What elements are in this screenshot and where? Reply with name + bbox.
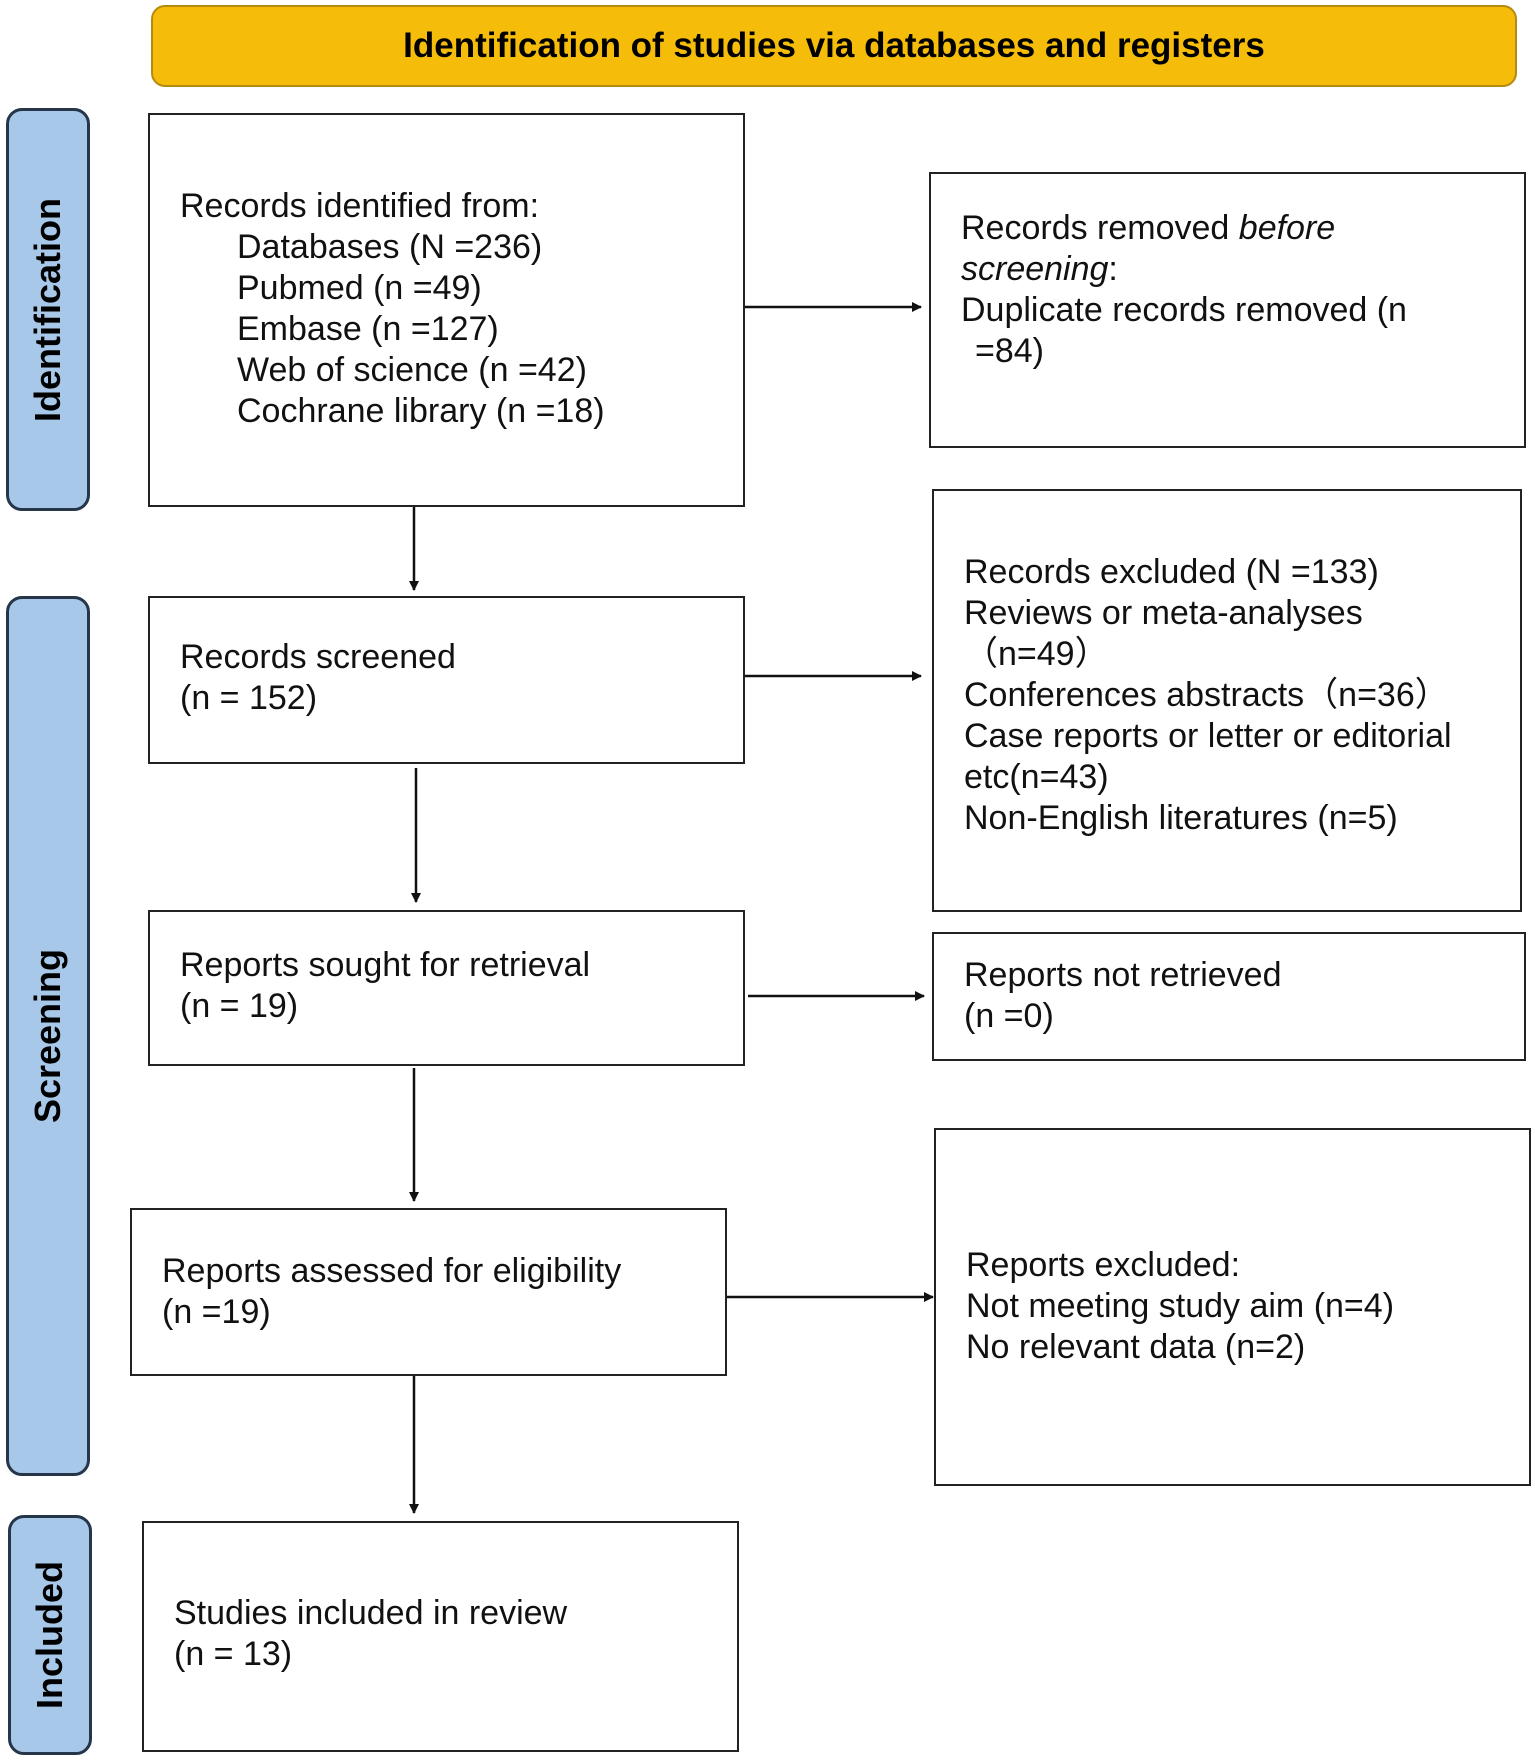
studies-included-box: Studies included in review (n = 13) <box>142 1521 739 1752</box>
records-identified-item: Pubmed (n =49) <box>237 269 482 307</box>
records-excluded-line: Non-English literatures (n=5) <box>964 799 1398 837</box>
reports-not-retrieved-box: Reports not retrieved (n =0) <box>932 932 1526 1061</box>
records-excluded-line: Conferences abstracts（n=36） <box>964 676 1449 714</box>
records-excluded-line: etc(n=43) <box>964 758 1109 796</box>
records-identified-item: Embase (n =127) <box>237 310 499 348</box>
records-identified-box: Records identified from: Databases (N =2… <box>148 113 745 507</box>
reports-assessed-line2: (n =19) <box>162 1293 271 1331</box>
records-excluded-line: （n=49） <box>964 635 1109 673</box>
records-excluded-line: Case reports or letter or editorial <box>964 717 1452 755</box>
records-excluded-box: Records excluded (N =133) Reviews or met… <box>932 489 1522 912</box>
reports-excluded-line: Not meeting study aim (n=4) <box>966 1287 1395 1325</box>
studies-included-line1: Studies included in review <box>174 1594 568 1632</box>
reports-sought-line1: Reports sought for retrieval <box>180 946 591 984</box>
records-removed-line3: Duplicate records removed (n <box>961 291 1407 329</box>
reports-sought-box: Reports sought for retrieval (n = 19) <box>148 910 745 1066</box>
records-identified-title: Records identified from: <box>180 187 540 225</box>
phase-identification: Identification <box>6 108 90 511</box>
reports-not-retrieved-line1: Reports not retrieved <box>964 956 1282 994</box>
records-excluded-line: Records excluded (N =133) <box>964 553 1379 591</box>
records-screened-line1: Records screened <box>180 638 456 676</box>
records-identified-item: Databases (N =236) <box>237 228 543 266</box>
reports-excluded-line: Reports excluded: <box>966 1246 1241 1284</box>
reports-excluded-line: No relevant data (n=2) <box>966 1328 1306 1366</box>
records-identified-item: Web of science (n =42) <box>237 351 587 389</box>
diagram-header: Identification of studies via databases … <box>151 5 1517 87</box>
records-identified-item: Cochrane library (n =18) <box>237 392 605 430</box>
records-removed-line4: =84) <box>975 332 1044 370</box>
records-screened-line2: (n = 152) <box>180 679 318 717</box>
records-removed-box: Records removed before screening: Duplic… <box>929 172 1526 448</box>
reports-assessed-line1: Reports assessed for eligibility <box>162 1252 622 1290</box>
reports-excluded-box: Reports excluded: Not meeting study aim … <box>934 1128 1531 1486</box>
studies-included-line2: (n = 13) <box>174 1635 293 1673</box>
reports-assessed-box: Reports assessed for eligibility (n =19) <box>130 1208 727 1376</box>
phase-screening: Screening <box>6 596 90 1476</box>
reports-sought-line2: (n = 19) <box>180 987 299 1025</box>
records-removed-line1: Records removed before <box>961 209 1336 247</box>
records-screened-box: Records screened (n = 152) <box>148 596 745 764</box>
phase-included: Included <box>8 1515 92 1755</box>
header-title: Identification of studies via databases … <box>403 26 1265 65</box>
records-excluded-line: Reviews or meta-analyses <box>964 594 1363 632</box>
records-removed-line2: screening: <box>961 250 1118 288</box>
reports-not-retrieved-line2: (n =0) <box>964 997 1054 1035</box>
